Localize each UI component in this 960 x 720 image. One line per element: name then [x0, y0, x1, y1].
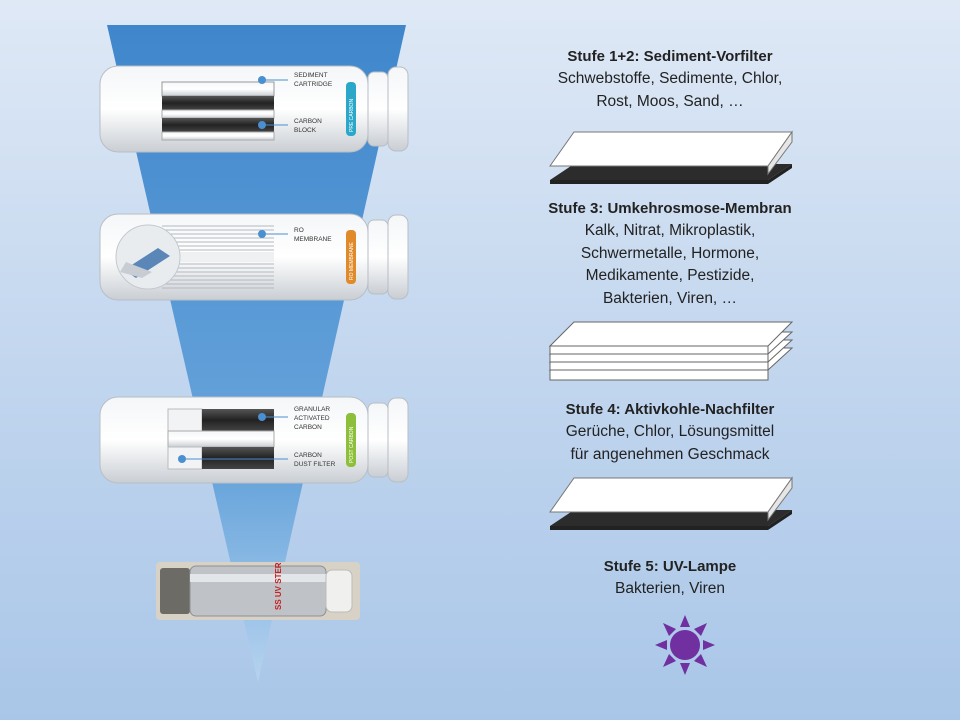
band-label: POST CARBON	[349, 426, 355, 463]
cartridge-label: CARBON	[294, 452, 322, 459]
layers-membrane	[548, 321, 794, 381]
marker-icon	[178, 455, 186, 463]
funnel-shape	[107, 25, 406, 682]
marker-icon	[258, 76, 266, 84]
cartridge-label: BLOCK	[294, 127, 317, 134]
cartridge-label: MEMBRANE	[294, 236, 332, 243]
stage-1-2: Stufe 1+2: Sediment-Vorfilter Schwebstof…	[520, 48, 820, 113]
cartridge-label: CARBON	[294, 118, 322, 125]
stage-title: Stufe 4: Aktivkohle-Nachfilter	[565, 401, 775, 418]
cartridge-label: GRANULAR	[294, 406, 330, 413]
uv-lamp-device: SS UV STERILIZER	[156, 562, 360, 620]
stage-line: Bakterien, Viren, …	[602, 289, 738, 307]
cartridge-label: CARTRIDGE	[294, 81, 333, 88]
stage-title: Stufe 5: UV-Lampe	[603, 558, 737, 575]
cartridge-pre-carbon: SEDIMENT CARTRIDGE CARBON BLOCK PRE CARB…	[99, 65, 409, 153]
stage-title: Stufe 3: Umkehrosmose-Membran	[548, 200, 792, 217]
stage-line: Bakterien, Viren	[615, 580, 725, 597]
uv-device-label: SS UV STERILIZER	[274, 562, 283, 610]
label-band	[346, 230, 356, 284]
stage-title: Stufe 1+2: Sediment-Vorfilter	[567, 48, 773, 65]
cartridge-label: CARBON	[294, 424, 322, 431]
stage-line: Rost, Moos, Sand, …	[596, 92, 744, 110]
stage-4: Stufe 4: Aktivkohle-Nachfilter Gerüche, …	[520, 401, 820, 466]
layers-sediment	[549, 130, 793, 184]
uv-sun-icon	[655, 615, 715, 675]
cartridge-label: SEDIMENT	[294, 72, 328, 79]
cartridge-label: DUST FILTER	[294, 461, 336, 468]
stage-line: Schwermetalle, Hormone,	[580, 244, 760, 262]
stage-line: Schwebstoffe, Sedimente, Chlor,	[557, 70, 783, 87]
cartridge-label: RO	[294, 227, 304, 234]
layers-carbon	[549, 476, 793, 530]
marker-icon	[258, 121, 266, 129]
cartridge-ro-membrane: RO MEMBRANE RO MEMBRANE	[99, 213, 409, 301]
stage-3: Stufe 3: Umkehrosmose-Membran Kalk, Nitr…	[520, 200, 820, 310]
marker-icon	[258, 413, 266, 421]
stage-line: Gerüche, Chlor, Lösungsmittel	[565, 423, 775, 440]
stage-line: Kalk, Nitrat, Mikroplastik,	[584, 222, 756, 239]
band-label: PRE CARBON	[349, 99, 355, 132]
cartridge-label: ACTIVATED	[294, 415, 330, 422]
stage-line: Medikamente, Pestizide,	[585, 267, 755, 284]
cartridge-post-carbon: GRANULAR ACTIVATED CARBON CARBON DUST FI…	[99, 396, 409, 484]
stage-line: für angenehmen Geschmack	[570, 445, 770, 463]
label-band	[346, 413, 356, 467]
stage-5: Stufe 5: UV-Lampe Bakterien, Viren	[520, 558, 820, 601]
label-band	[346, 82, 356, 136]
marker-icon	[258, 230, 266, 238]
band-label: RO MEMBRANE	[349, 242, 355, 280]
